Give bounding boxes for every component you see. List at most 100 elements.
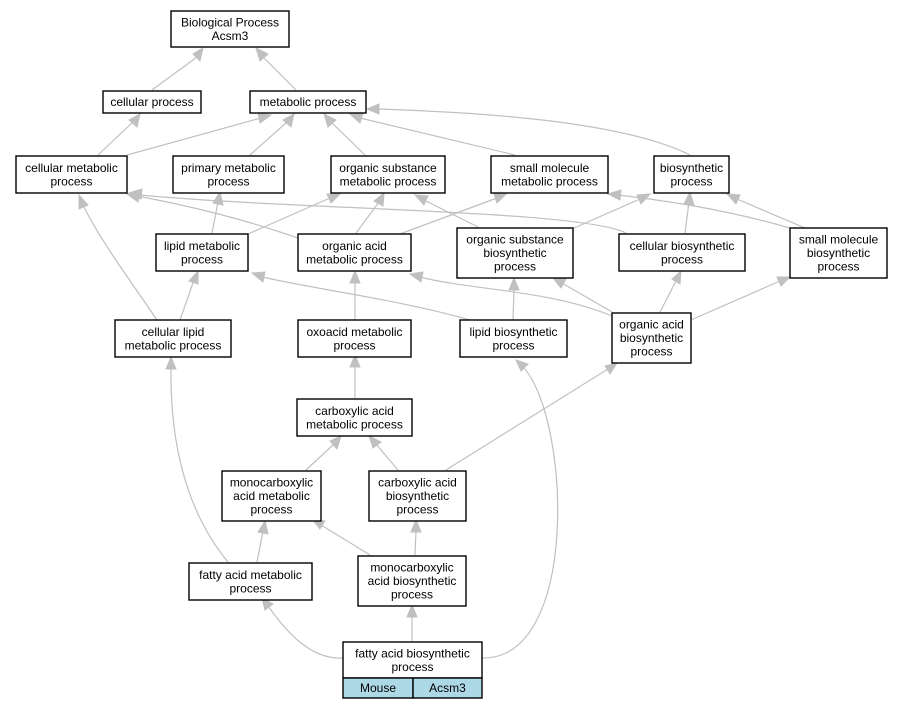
arrowhead xyxy=(604,362,619,375)
legend-cell-box xyxy=(412,677,483,699)
arrowhead xyxy=(671,269,682,285)
arrowhead xyxy=(165,355,177,370)
node-box xyxy=(170,10,290,48)
node-label: small molecule xyxy=(799,233,879,247)
arrowhead xyxy=(188,269,199,285)
node-box xyxy=(789,227,888,279)
go-node-cellular-process[interactable]: cellular process xyxy=(102,90,202,114)
node-label: cellular process xyxy=(110,95,193,109)
edge-fatty-acid-biosynthetic-to-fatty-acid-metabolic xyxy=(267,605,344,659)
arrowhead xyxy=(255,47,269,62)
arrowhead xyxy=(348,112,364,124)
node-label: process xyxy=(50,174,92,188)
node-label: process xyxy=(817,260,859,274)
edge-monocarboxylic-biosynthetic-to-carboxylic-biosynthetic xyxy=(414,530,417,556)
node-label: metabolic process xyxy=(340,174,437,188)
arrowhead xyxy=(78,193,89,210)
arrowhead xyxy=(515,359,529,372)
edge-cellular-biosynthetic-to-cellular-metabolic xyxy=(139,194,627,234)
node-label: lipid biosynthetic xyxy=(469,325,557,339)
node-label: biosynthetic xyxy=(483,246,546,260)
node-label: metabolic process xyxy=(125,338,222,352)
legend-species-cell: Mouse xyxy=(342,677,414,699)
edge-small-molecule-biosynthetic-to-small-molecule-metabolic xyxy=(617,194,791,229)
edge-lipid-metabolic-to-organic-substance-metabolic xyxy=(247,197,331,235)
edge-organic-acid-biosynthetic-to-organic-substance-biosynthetic xyxy=(561,282,613,313)
node-label: process xyxy=(229,581,271,595)
edge-cellular-process-to-root xyxy=(151,56,198,91)
node-label: fatty acid metabolic xyxy=(199,568,302,582)
arrowhead xyxy=(508,276,520,291)
node-box xyxy=(456,227,574,279)
arrowhead xyxy=(212,190,224,206)
edge-organic-acid-metabolic-to-small-molecule-metabolic xyxy=(399,197,498,235)
node-label: process xyxy=(207,174,249,188)
arrowhead xyxy=(326,193,342,204)
node-box xyxy=(102,90,202,114)
node-label: lipid metabolic xyxy=(164,239,240,253)
arrowhead xyxy=(776,276,792,287)
edge-fatty-acid-metabolic-to-monocarboxylic-metabolic xyxy=(256,530,264,563)
arrowhead xyxy=(261,597,274,611)
node-box xyxy=(15,155,128,194)
node-label: Acsm3 xyxy=(212,29,249,43)
node-box xyxy=(357,555,467,607)
arrowhead xyxy=(250,271,266,283)
node-box xyxy=(459,319,568,358)
arrowhead xyxy=(128,113,141,128)
edge-organic-acid-biosynthetic-to-organic-acid-metabolic xyxy=(419,276,613,317)
node-label: cellular biosynthetic xyxy=(630,239,735,253)
node-label: process xyxy=(391,660,433,674)
legend-gene-cell: Acsm3 xyxy=(412,677,483,699)
node-label: metabolic process xyxy=(501,174,598,188)
node-box xyxy=(490,155,609,194)
edge-cellular-metabolic-to-cellular-process xyxy=(97,121,134,156)
legend-gene-label: Acsm3 xyxy=(429,681,466,695)
edge-carboxylic-biosynthetic-to-organic-acid-biosynthetic xyxy=(445,368,609,471)
go-node-metabolic-process[interactable]: metabolic process xyxy=(249,90,367,114)
node-box xyxy=(618,233,746,272)
node-label: metabolic process xyxy=(306,417,403,431)
edge-fatty-acid-biosynthetic-to-lipid-biosynthetic xyxy=(481,367,559,659)
node-label: process xyxy=(396,503,438,517)
node-box xyxy=(297,233,412,272)
node-label: carboxylic acid xyxy=(315,404,394,418)
edge-lipid-metabolic-to-primary-metabolic xyxy=(211,201,219,234)
arrowhead xyxy=(323,113,337,128)
node-box xyxy=(297,319,412,358)
arrowhead xyxy=(373,191,385,207)
node-box xyxy=(249,90,367,114)
node-box xyxy=(653,155,730,194)
node-label: cellular metabolic xyxy=(25,161,118,175)
arrowhead xyxy=(349,353,361,368)
node-label: biosynthetic xyxy=(807,246,870,260)
node-label: Biological Process xyxy=(181,15,279,29)
arrowhead xyxy=(606,189,622,201)
node-box xyxy=(172,155,285,194)
arrowhead xyxy=(192,46,204,62)
node-label: biosynthetic xyxy=(386,489,449,503)
arrowhead xyxy=(493,193,508,204)
edge-monocarboxylic-metabolic-to-carboxylic-metabolic xyxy=(305,443,335,471)
